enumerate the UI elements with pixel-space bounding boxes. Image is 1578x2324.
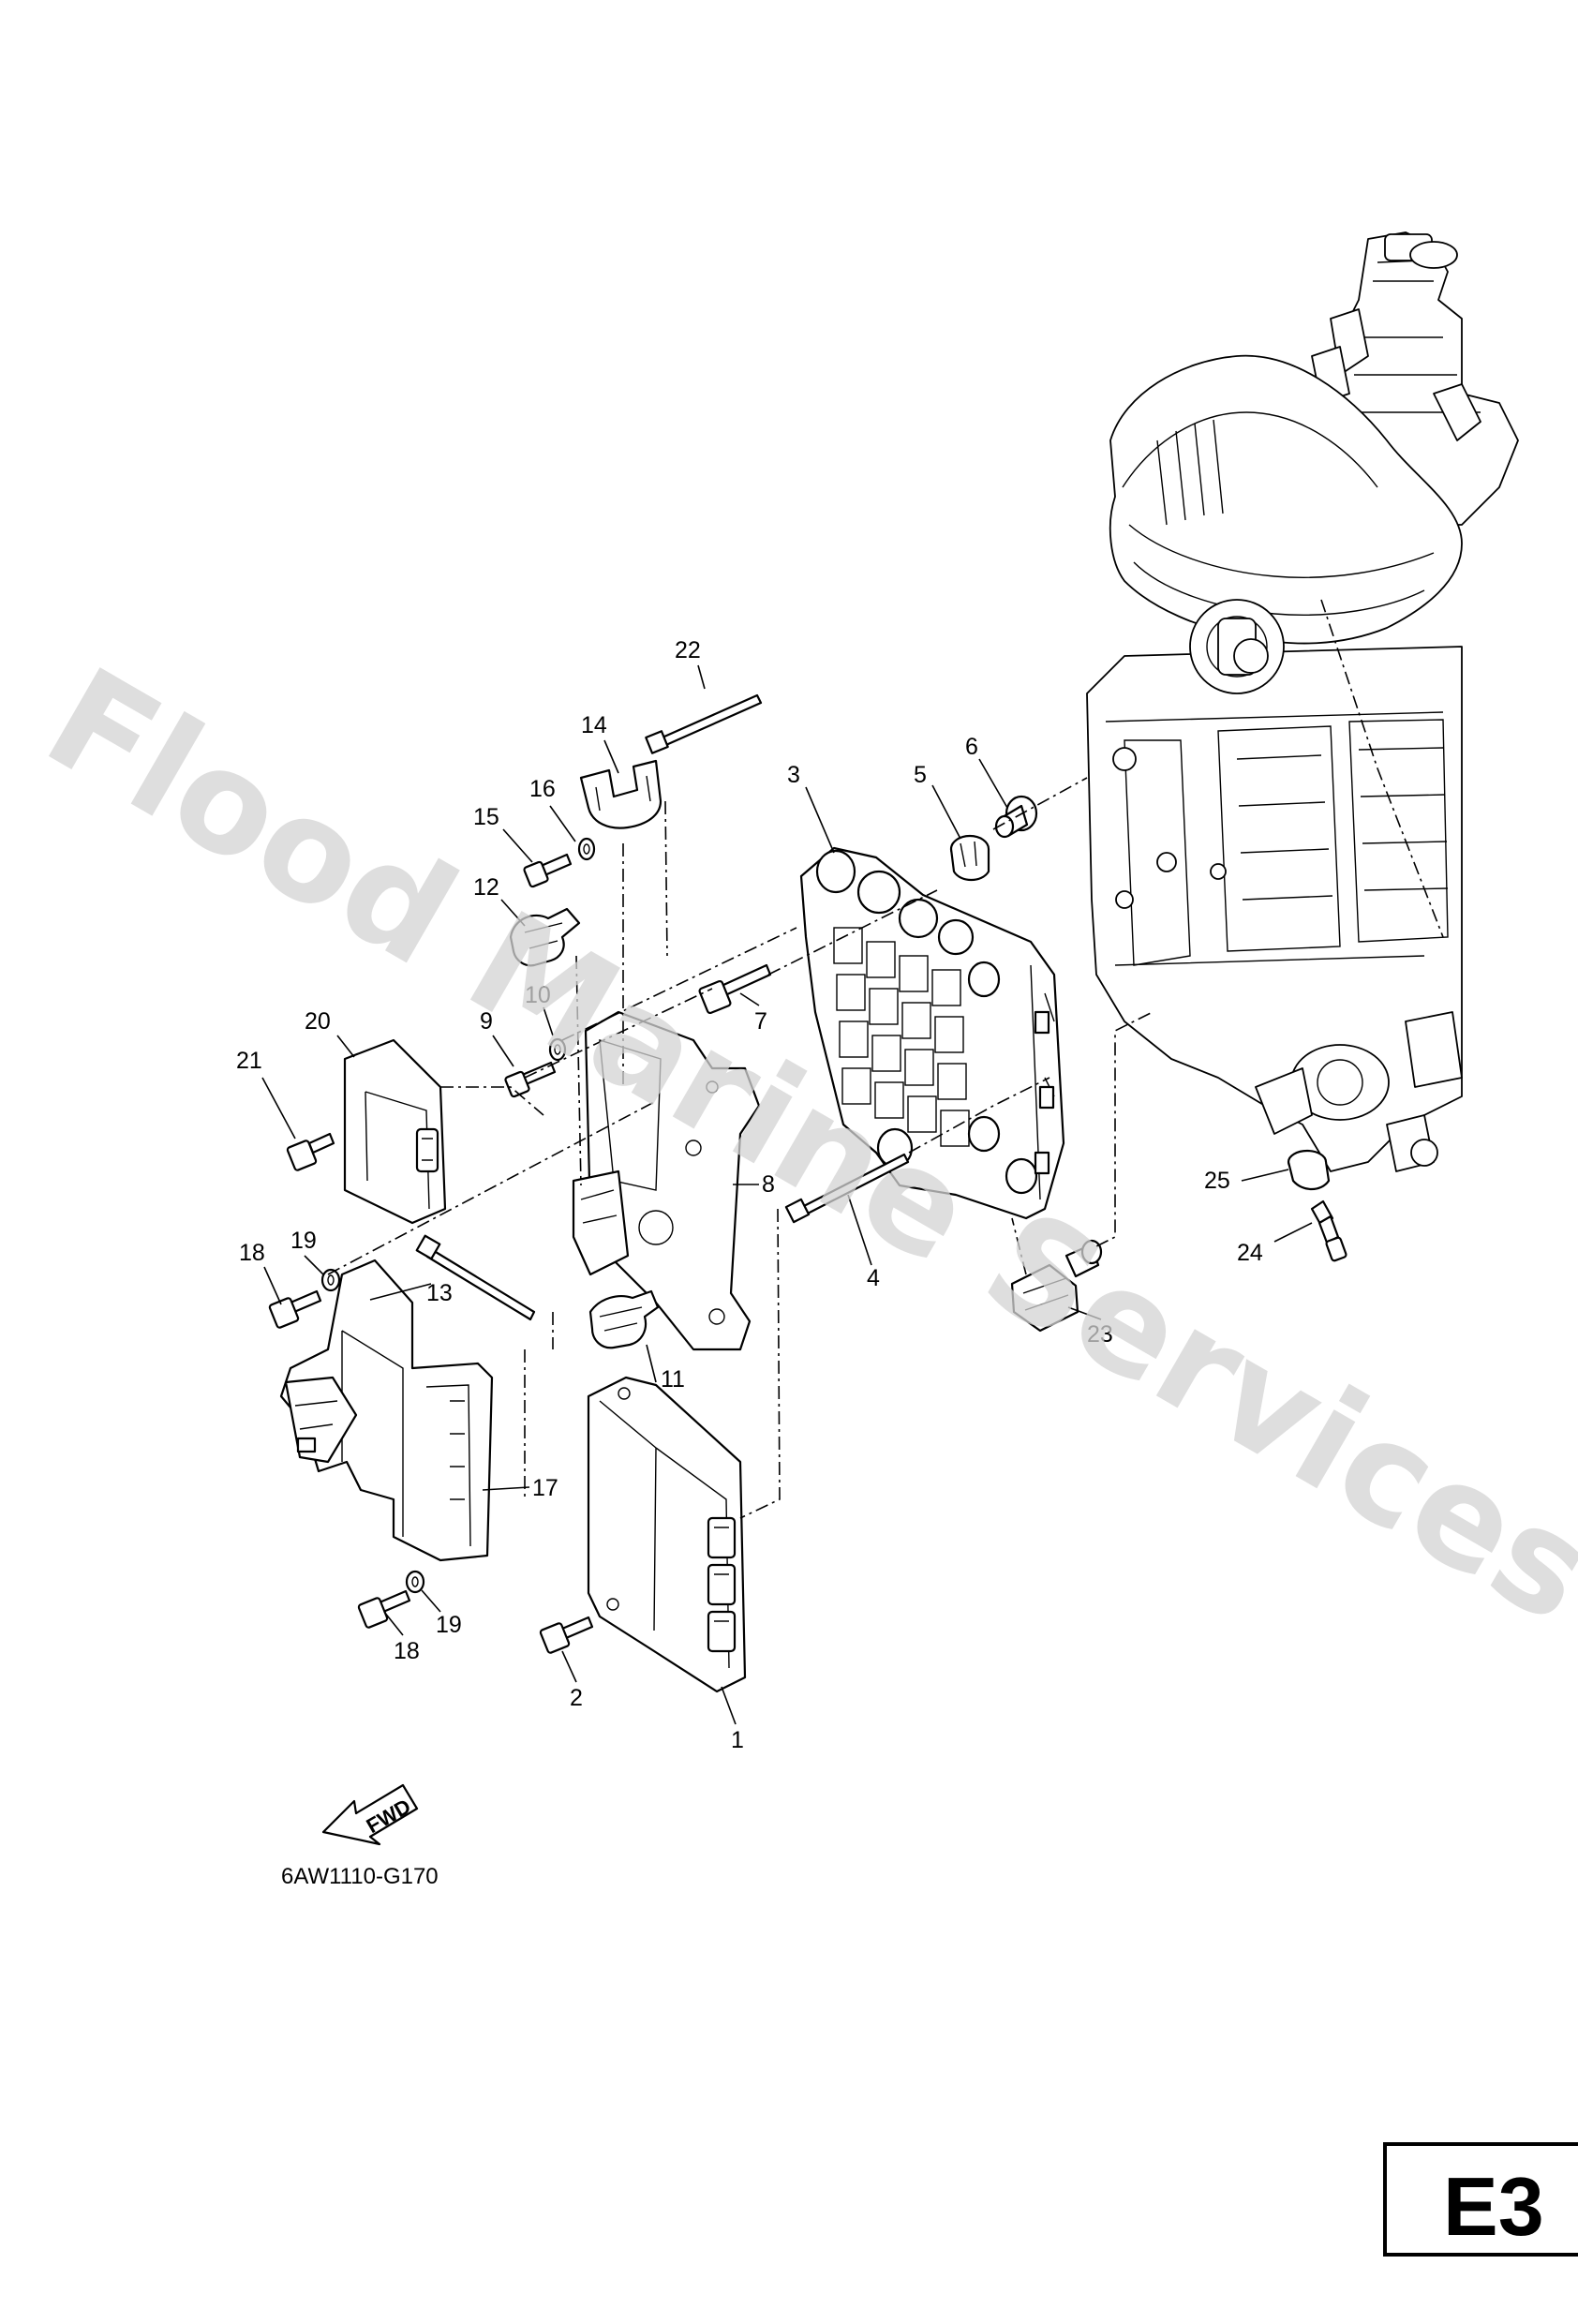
callout-8: 8 (762, 1171, 775, 1198)
diagram-code: 6AW1110-G170 (281, 1864, 439, 1889)
part-17-bracket (279, 1259, 494, 1562)
part-4-cable-tie (784, 1153, 910, 1224)
callout-6: 6 (965, 734, 978, 760)
part-5-grommet (949, 834, 990, 882)
callout-23: 23 (1087, 1321, 1113, 1348)
callout-11: 11 (661, 1366, 685, 1393)
callout-14: 14 (581, 712, 607, 738)
callout-18a: 18 (239, 1240, 265, 1266)
part-23-sensor (1010, 1239, 1103, 1333)
assembly-lines (327, 777, 1154, 1519)
page-label-box: E3 (1383, 2142, 1578, 2257)
page-label: E3 (1443, 2160, 1544, 2253)
part-18-bolt-lower (357, 1589, 411, 1629)
callout-17: 17 (532, 1475, 558, 1501)
callout-2: 2 (570, 1685, 583, 1711)
part-16-washer (577, 837, 596, 861)
callout-25: 25 (1204, 1168, 1230, 1194)
part-19-washer-lower (405, 1570, 425, 1594)
part-8-bracket (572, 1010, 761, 1351)
part-15-bolt (523, 853, 573, 888)
engine-block-illustration (1086, 231, 1519, 1172)
callout-18b: 18 (394, 1638, 420, 1664)
callout-20: 20 (305, 1008, 331, 1035)
callout-3: 3 (787, 762, 800, 788)
callout-4: 4 (867, 1265, 880, 1291)
part-25-grommet (1287, 1149, 1331, 1191)
part-24-sensor (1310, 1199, 1347, 1262)
forward-direction-arrow: FWD (321, 1783, 419, 1846)
callout-1: 1 (731, 1727, 744, 1753)
callout-9: 9 (480, 1008, 493, 1035)
callout-15: 15 (473, 804, 499, 830)
part-21-bolt (286, 1132, 335, 1171)
part-2-bolt (539, 1616, 594, 1654)
part-19-washer-upper (320, 1268, 341, 1292)
callout-5: 5 (914, 762, 927, 788)
part-3-panel (799, 846, 1065, 1220)
part-7-bolt (698, 963, 772, 1015)
callout-19a: 19 (290, 1228, 317, 1254)
callout-19b: 19 (436, 1612, 462, 1638)
part-10-washer (548, 1037, 567, 1062)
part-12-clamp (509, 907, 581, 967)
callout-13: 13 (426, 1280, 453, 1306)
part-14-clip (579, 759, 662, 829)
callout-21: 21 (236, 1048, 262, 1074)
part-11-clamp (588, 1289, 660, 1349)
callout-10: 10 (525, 982, 551, 1008)
part-18-bolt-upper (268, 1289, 322, 1329)
callout-12: 12 (473, 874, 499, 901)
part-13-cable-tie (415, 1234, 536, 1321)
part-1-ecu (587, 1376, 747, 1693)
part-20-module (343, 1038, 447, 1225)
callout-24: 24 (1237, 1240, 1263, 1266)
callout-labels: 22 14 16 15 12 10 9 20 21 8 13 11 19 18 … (236, 637, 1263, 1753)
part-22-cable-tie (645, 693, 763, 754)
callout-16: 16 (529, 776, 556, 802)
part-9-bolt (504, 1061, 557, 1098)
callout-22: 22 (675, 637, 701, 663)
leader-lines (261, 664, 1313, 1725)
callout-7: 7 (754, 1008, 767, 1035)
